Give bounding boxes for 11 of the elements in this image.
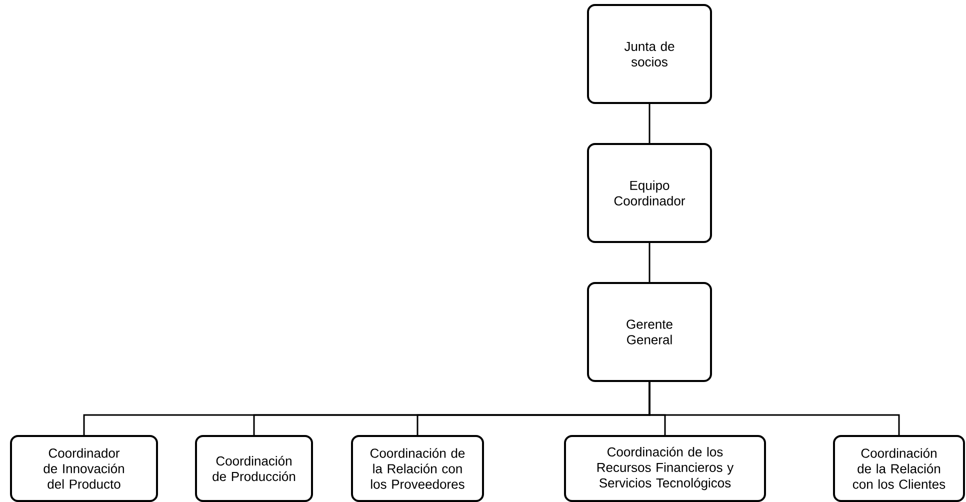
connector-line xyxy=(648,382,900,435)
org-box: Coordinación de la Relación con los Clientes xyxy=(833,434,965,502)
org-box: Coordinación de la Relación con los Proveedores xyxy=(351,434,484,502)
connector-line xyxy=(648,243,650,282)
org-box: Coordinación de Producción xyxy=(195,434,313,502)
connector-line xyxy=(648,104,650,143)
org-box: Equipo Coordinador xyxy=(587,143,712,243)
org-box: Junta de socios xyxy=(587,4,712,104)
org-box: Gerente General xyxy=(587,282,712,382)
org-box: Coordinación de los Recursos Financieros y Servicios Tecnológicos xyxy=(564,434,766,502)
org-box: Coordinador de Innovación del Producto xyxy=(10,434,158,502)
